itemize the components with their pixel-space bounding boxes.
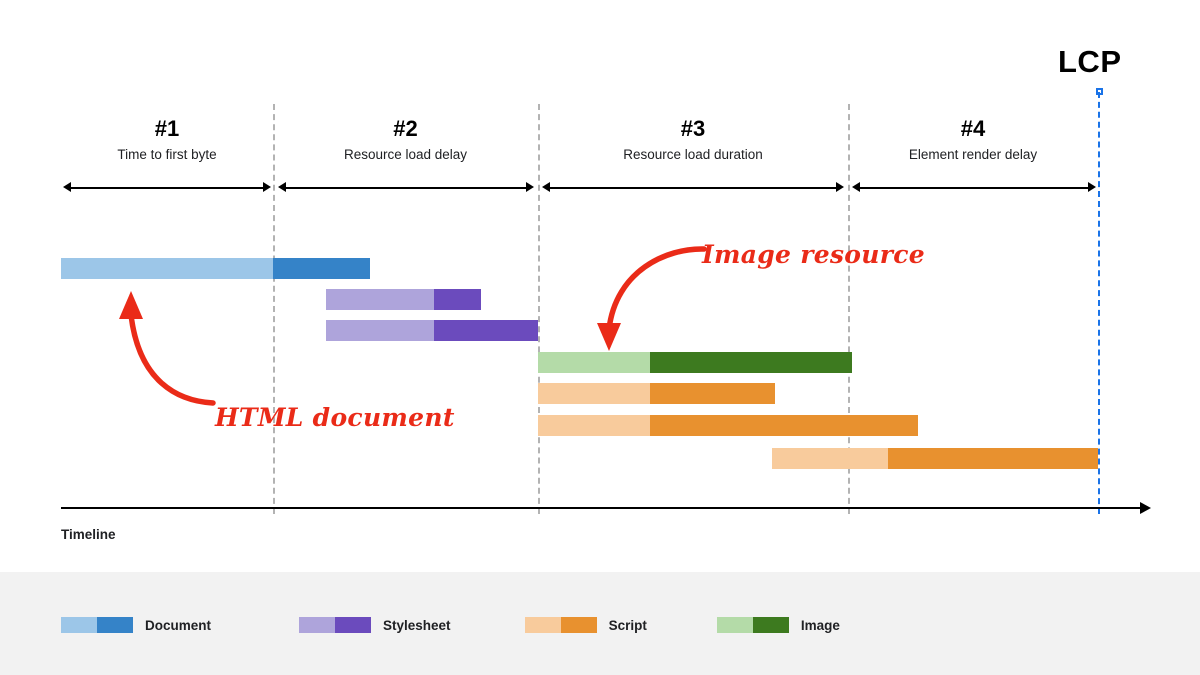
html-document-callout-arrow [119,291,216,406]
arrow-head-left-icon [278,182,286,192]
arrow-head-right-icon [1088,182,1096,192]
waterfall-bar-image-4 [538,352,852,373]
legend-swatch-light [524,617,561,633]
legend-swatch-dark [560,617,597,633]
waterfall-bar-stylesheet-2 [326,289,481,310]
waterfall-bar-document-1 [61,258,370,279]
phase-description: Resource load delay [343,147,468,162]
phase-number: #4 [960,116,986,141]
phase-divider-2 [538,104,540,514]
arrow-head-left-icon [63,182,71,192]
phase-header-4: #4 Element render delay [848,116,1098,165]
legend-item-image[interactable]: Image [716,616,840,634]
bar-segment-download [650,352,852,373]
arrow-shaft [285,187,527,189]
image-resource-annotation: Image resource [702,240,925,269]
legend-label: Image [800,617,840,633]
lcp-vertical-line [1098,92,1100,514]
legend-label: Document [145,617,212,633]
legend-swatch-light [299,617,336,633]
bar-segment-download [434,320,538,341]
legend-item-document[interactable]: Document [61,616,211,634]
bar-segment-download [650,383,775,404]
legend-item-stylesheet[interactable]: Stylesheet [299,616,451,634]
bar-segment-delay [772,448,888,469]
waterfall-bar-stylesheet-3 [326,320,538,341]
bar-segment-delay [61,258,273,279]
legend-label: Stylesheet [383,617,451,633]
phase-description: Element render delay [908,147,1038,162]
legend-swatch-dark [335,617,372,633]
arrow-head-right-icon [526,182,534,192]
phase-span-arrow-4 [852,182,1096,193]
legend-swatch-icon [61,617,133,633]
legend-swatch-icon [716,617,789,633]
phase-header-2: #2 Resource load delay [273,116,538,165]
bar-segment-delay [326,320,434,341]
phase-header-1: #1 Time to first byte [61,116,273,165]
arrow-shaft [859,187,1089,189]
phase-span-arrow-3 [542,182,844,193]
phase-header-3: #3 Resource load duration [538,116,848,165]
arrow-head-left-icon [542,182,550,192]
waterfall-bar-script-6 [538,415,918,436]
phase-span-arrow-1 [63,182,271,193]
arrow-head-right-icon [263,182,271,192]
phase-divider-1 [273,104,275,514]
timeline-axis-label: Timeline [61,527,116,542]
timeline-axis [61,507,1140,509]
legend-label: Script [608,617,647,633]
bar-segment-delay [538,352,650,373]
arrow-head-left-icon [852,182,860,192]
phase-span-arrow-2 [278,182,534,193]
bar-segment-download [273,258,370,279]
legend-swatch-dark [97,617,133,633]
phase-number: #3 [680,116,706,141]
lcp-label: LCP [1058,44,1122,79]
bar-segment-download [434,289,481,310]
bar-segment-download [888,448,1098,469]
bar-segment-delay [538,383,650,404]
image-resource-callout-arrow [597,246,707,351]
legend-swatch-dark [752,617,789,633]
phase-divider-3 [848,104,850,514]
phase-description: Resource load duration [623,147,763,162]
arrow-shaft [549,187,837,189]
legend-swatch-light [716,617,753,633]
phase-description: Time to first byte [117,147,217,162]
bar-segment-delay [538,415,650,436]
html-document-annotation: HTML document [215,403,455,432]
bar-segment-delay [326,289,434,310]
phase-number: #1 [154,116,180,141]
bar-segment-download [650,415,918,436]
waterfall-bar-script-7 [772,448,1098,469]
legend-swatch-icon [299,617,372,633]
legend-swatch-icon [524,617,597,633]
waterfall-bar-script-5 [538,383,775,404]
legend: Document Stylesheet Script Image [61,616,840,634]
arrow-head-right-icon [836,182,844,192]
arrow-shaft [70,187,264,189]
legend-swatch-light [61,617,97,633]
timeline-axis-arrow-icon [1140,502,1151,514]
legend-item-script[interactable]: Script [524,616,647,634]
phase-number: #2 [393,116,418,141]
legend-strip: Document Stylesheet Script Image [0,572,1200,675]
